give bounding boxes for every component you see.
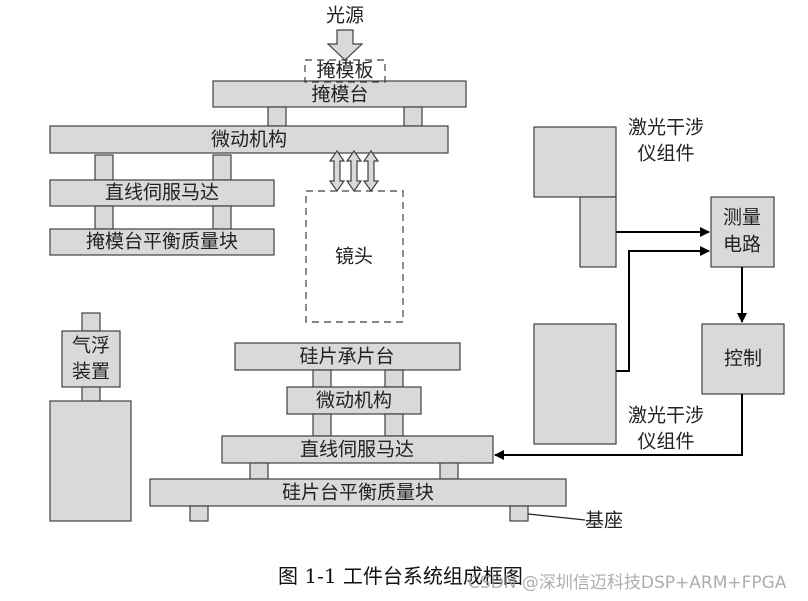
measure-circuit-label-1: 测量 bbox=[723, 207, 761, 229]
light-arrow-icon bbox=[326, 29, 364, 61]
measure-circuit-block bbox=[710, 196, 775, 268]
micro-motion-bottom-block bbox=[286, 386, 422, 415]
interferometer-top-block bbox=[533, 126, 617, 198]
linear-servo-bottom-block bbox=[221, 435, 494, 464]
interferometer-top-mirror bbox=[579, 196, 617, 268]
connector bbox=[212, 205, 232, 230]
connector bbox=[384, 369, 404, 388]
wafer-chuck-block bbox=[234, 342, 461, 371]
interferometer-bottom-label-1: 激光干涉 bbox=[628, 405, 704, 427]
connector bbox=[81, 312, 101, 332]
signal-arrow-bottom bbox=[616, 246, 710, 372]
base-pillar-block bbox=[49, 400, 132, 522]
base-foot bbox=[189, 505, 209, 522]
micro-motion-bottom-label: 微动机构 bbox=[316, 390, 392, 412]
double-arrow-icons bbox=[328, 149, 380, 193]
connector bbox=[312, 369, 332, 388]
connector bbox=[267, 106, 287, 127]
linear-servo-top-block bbox=[49, 179, 275, 207]
interferometer-top-label-2: 仪组件 bbox=[637, 143, 694, 165]
micro-motion-top-label: 微动机构 bbox=[211, 129, 287, 151]
linear-servo-top-label: 直线伺服马达 bbox=[105, 182, 219, 204]
air-float-label-2: 装置 bbox=[72, 361, 110, 383]
mask-stage-block bbox=[212, 80, 467, 108]
base-label: 基座 bbox=[585, 510, 623, 532]
control-block bbox=[701, 323, 785, 395]
double-arrow-icon bbox=[362, 149, 380, 193]
connector bbox=[312, 413, 332, 437]
base-foot bbox=[509, 505, 529, 522]
control-to-servo-arrow bbox=[494, 394, 743, 460]
connector bbox=[94, 205, 114, 230]
connector bbox=[439, 462, 459, 480]
wafer-chuck-label: 硅片承片台 bbox=[299, 346, 394, 368]
air-float-label-1: 气浮 bbox=[72, 335, 110, 357]
interferometer-bottom-label-2: 仪组件 bbox=[637, 431, 694, 453]
connector bbox=[384, 413, 404, 437]
connector bbox=[94, 154, 114, 181]
mask-block bbox=[304, 59, 386, 83]
mask-label: 掩模板 bbox=[316, 60, 373, 82]
lens-block bbox=[305, 190, 404, 323]
mask-balance-mass-block bbox=[49, 228, 275, 256]
wafer-balance-mass-block bbox=[149, 478, 567, 507]
air-float-block bbox=[61, 330, 121, 388]
micro-motion-top-block bbox=[49, 125, 449, 154]
wafer-balance-mass-label: 硅片台平衡质量块 bbox=[282, 482, 434, 504]
double-arrow-icon bbox=[345, 149, 363, 193]
watermark: CSDN @深圳信迈科技DSP+ARM+FPGA bbox=[468, 573, 787, 593]
interferometer-bottom-block bbox=[533, 323, 617, 445]
base-leader-line bbox=[527, 513, 586, 521]
measure-circuit-label-2: 电路 bbox=[723, 234, 761, 256]
connector bbox=[212, 154, 232, 181]
figure-caption: 图 1-1 工件台系统组成框图 bbox=[278, 564, 523, 588]
linear-servo-bottom-label: 直线伺服马达 bbox=[300, 439, 414, 461]
interferometer-top-label-1: 激光干涉 bbox=[628, 117, 704, 139]
light-source-label: 光源 bbox=[326, 5, 364, 27]
lens-label: 镜头 bbox=[335, 246, 373, 268]
double-arrow-icon bbox=[328, 149, 346, 193]
mask-stage-label: 掩模台 bbox=[311, 84, 368, 106]
control-label: 控制 bbox=[724, 348, 762, 370]
connector bbox=[249, 462, 269, 480]
connector bbox=[81, 386, 101, 403]
mask-balance-mass-label: 掩模台平衡质量块 bbox=[86, 231, 238, 253]
connector bbox=[403, 106, 423, 127]
